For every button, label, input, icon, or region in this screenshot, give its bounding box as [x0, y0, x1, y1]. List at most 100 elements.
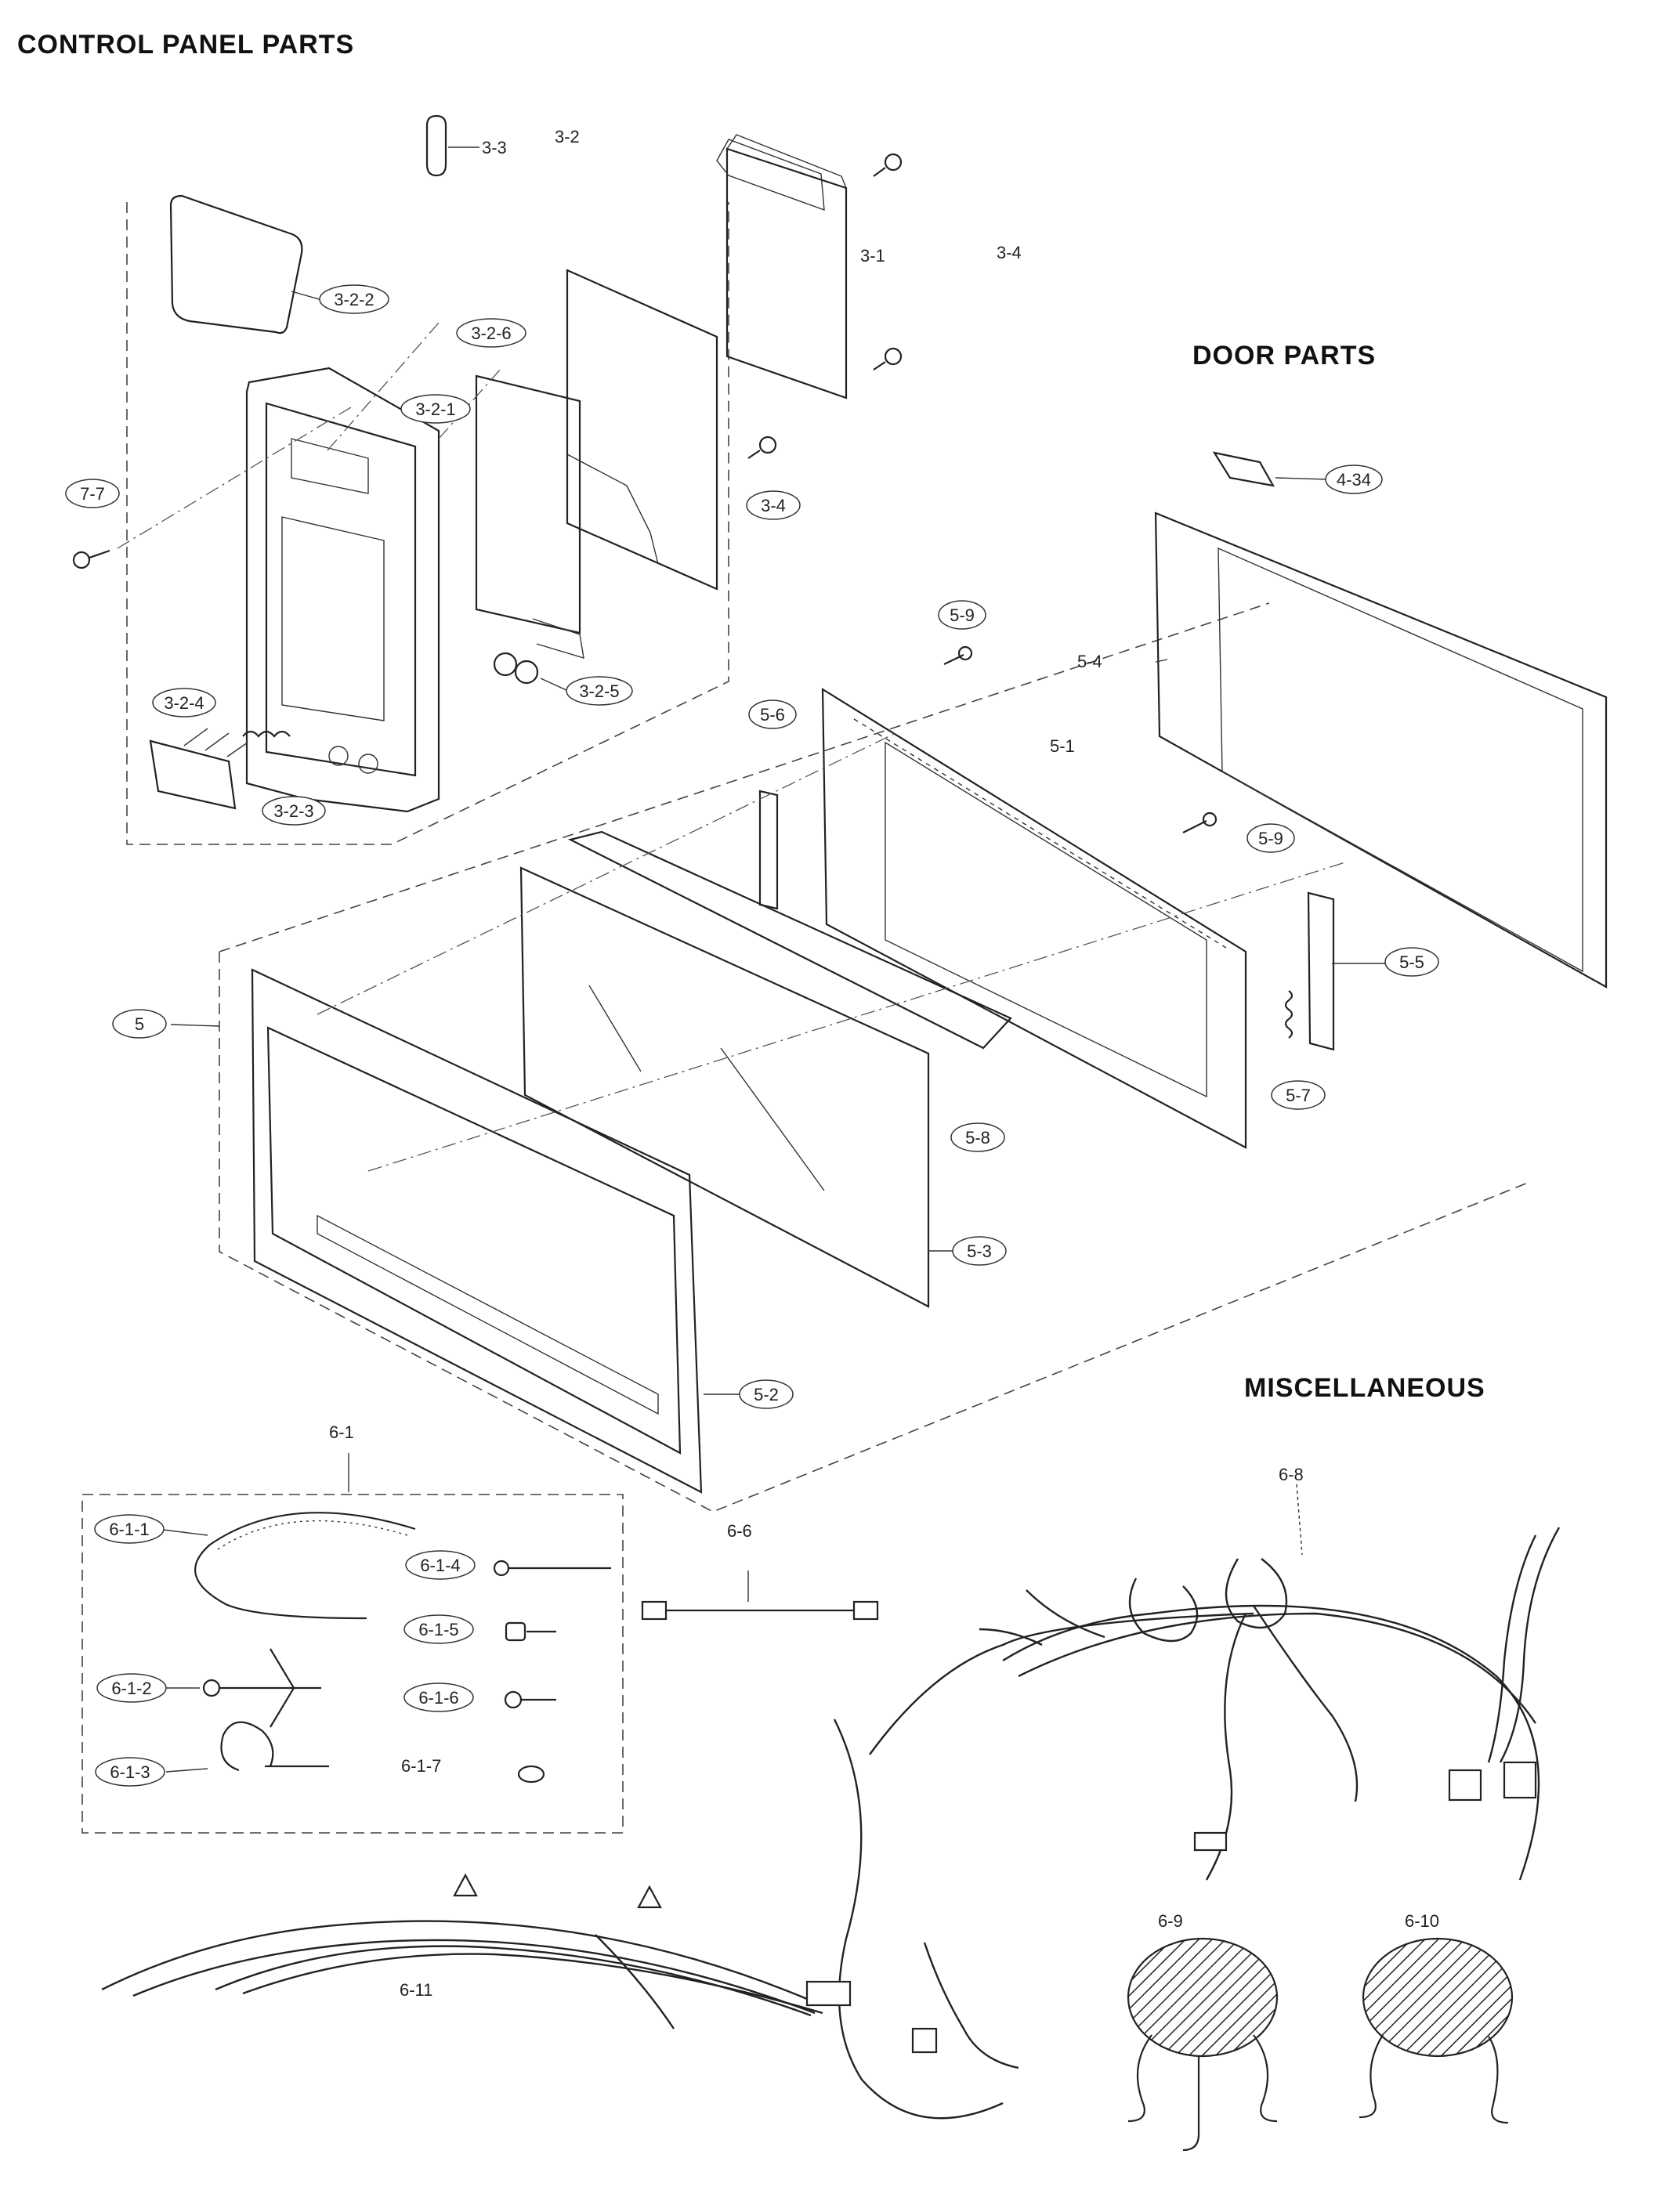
- label-5-5: 5-5: [1399, 952, 1424, 972]
- oval-labels: 3-2-2 3-2-6 3-2-1 7-7 3-4 3-2-4 3-2-5 3-…: [65, 284, 1439, 1787]
- part-3-2-5-buttons: [493, 652, 539, 685]
- label-5: 5: [135, 1014, 144, 1034]
- fuse-end-right: [852, 1600, 879, 1621]
- label-5-2: 5-2: [754, 1385, 779, 1404]
- guide-door-2: [367, 861, 1348, 1172]
- harness-wire-7: [923, 1942, 1019, 2069]
- part-6-1-1: [194, 1512, 416, 1620]
- screw-3-4-top: [873, 153, 903, 177]
- label-3-2: 3-2: [555, 127, 580, 146]
- label-3-2-3: 3-2-3: [273, 801, 313, 821]
- frame-handle: [317, 1214, 659, 1415]
- part-3-2-3-spring: [242, 730, 291, 738]
- part-5-2-window: [266, 1026, 682, 1455]
- harness-wire-4: [869, 1612, 1254, 1755]
- leader-5: [170, 1024, 220, 1027]
- screw-5-9-top: [943, 645, 973, 665]
- label-3-2-6: 3-2-6: [471, 323, 511, 343]
- label-6-1-3: 6-1-3: [110, 1762, 150, 1782]
- label-7-7: 7-7: [80, 484, 105, 504]
- screw-7-7: [72, 549, 110, 569]
- label-3-4-top: 3-4: [997, 243, 1022, 262]
- screw-3-4-low: [747, 436, 777, 459]
- label-6-9: 6-9: [1158, 1911, 1183, 1931]
- harness-11-clip-1: [453, 1873, 478, 1897]
- label-5-9-top: 5-9: [950, 605, 975, 625]
- leader-6-1-3: [165, 1768, 208, 1773]
- harness-11-wire-1: [101, 1920, 808, 2001]
- leader-5-4: [1155, 659, 1168, 663]
- harness-connector-1: [1193, 1831, 1228, 1852]
- door-panel-inner: [1218, 547, 1583, 973]
- label-6-1-6: 6-1-6: [418, 1688, 458, 1708]
- board-edge: [726, 134, 847, 189]
- panel-hole-2: [358, 754, 378, 774]
- label-3-2-4: 3-2-4: [164, 693, 204, 713]
- label-3-3: 3-3: [482, 138, 507, 157]
- part-6-6: [641, 1570, 879, 1621]
- harness-loop-1: [1128, 1578, 1199, 1643]
- panel-window: [281, 516, 385, 721]
- part-3-3: [425, 114, 447, 177]
- part-3-2-2: [169, 194, 303, 334]
- label-6-1-4: 6-1-4: [420, 1556, 460, 1575]
- guide-1: [327, 322, 440, 451]
- control-panel-group: [72, 114, 903, 845]
- part-5-4-door-panel: [1154, 511, 1608, 989]
- control-panel-boundary: [126, 202, 729, 845]
- door-boundary: [219, 602, 1529, 1513]
- label-6-1-7: 6-1-7: [401, 1756, 441, 1776]
- part-5-8-strip: [567, 830, 1012, 1050]
- fuse-end-left: [641, 1600, 668, 1621]
- inner-door-window: [885, 741, 1207, 1098]
- inner-door-teeth: [853, 718, 1227, 949]
- heading-miscellaneous: MISCELLANEOUS: [1244, 1373, 1485, 1403]
- harness-11-clip-2: [637, 1885, 662, 1909]
- harness-wire-1: [833, 1719, 1004, 2120]
- harness-wire-6: [1253, 1605, 1359, 1802]
- part-5-5-bracket: [1307, 891, 1335, 1051]
- harness-11-wire-5: [595, 1934, 675, 2029]
- part-6-10-rack: [1359, 1937, 1514, 2124]
- harness-11-wire-2: [132, 1939, 816, 2015]
- rack-6-10-top: [1362, 1937, 1514, 2058]
- label-6-1-2: 6-1-2: [111, 1679, 151, 1698]
- part-6-1-2: [202, 1648, 321, 1728]
- part-3-2-1-membrane: [475, 374, 581, 634]
- leader-3-2-5: [540, 678, 569, 692]
- harness-connector-4: [911, 2027, 938, 2054]
- label-3-2-5: 3-2-5: [579, 681, 619, 701]
- part-6-1-7: [517, 1765, 545, 1784]
- label-5-8: 5-8: [965, 1128, 990, 1148]
- harness-wire-2: [1002, 1604, 1540, 1881]
- part-6-9-rack: [1127, 1937, 1279, 2152]
- label-6-1: 6-1: [329, 1422, 354, 1442]
- guide-7-7: [117, 407, 352, 549]
- part-6-1-5: [505, 1621, 556, 1642]
- label-5-6: 5-6: [760, 705, 785, 725]
- label-5-3: 5-3: [967, 1242, 992, 1261]
- panel-display: [291, 438, 369, 494]
- leader-6-1-1: [156, 1528, 208, 1536]
- harness-11-connector: [805, 1980, 852, 2007]
- label-4-34: 4-34: [1337, 470, 1371, 490]
- harness-connector-3: [1503, 1761, 1537, 1799]
- panel-frame: [245, 367, 440, 813]
- part-6-11-harness: [101, 1873, 852, 2029]
- part-4-34: [1212, 451, 1275, 487]
- part-5-7-spring: [1284, 990, 1294, 1039]
- part-3-1-board-back: [566, 269, 718, 591]
- rack-6-10-legs: [1359, 2034, 1509, 2124]
- board-flex: [566, 454, 659, 565]
- screw-5-9-right: [1182, 811, 1218, 833]
- harness-loop-2: [1225, 1558, 1288, 1629]
- gasket-teeth: [215, 1520, 408, 1552]
- panel-frame-inner: [265, 402, 417, 777]
- glass-glare-2: [720, 1047, 825, 1191]
- label-6-1-1: 6-1-1: [109, 1520, 149, 1539]
- label-6-11: 6-11: [400, 1980, 432, 2000]
- heading-control-panel-parts: CONTROL PANEL PARTS: [17, 30, 354, 60]
- button-pins: [183, 728, 248, 757]
- leader-4-34: [1275, 477, 1329, 480]
